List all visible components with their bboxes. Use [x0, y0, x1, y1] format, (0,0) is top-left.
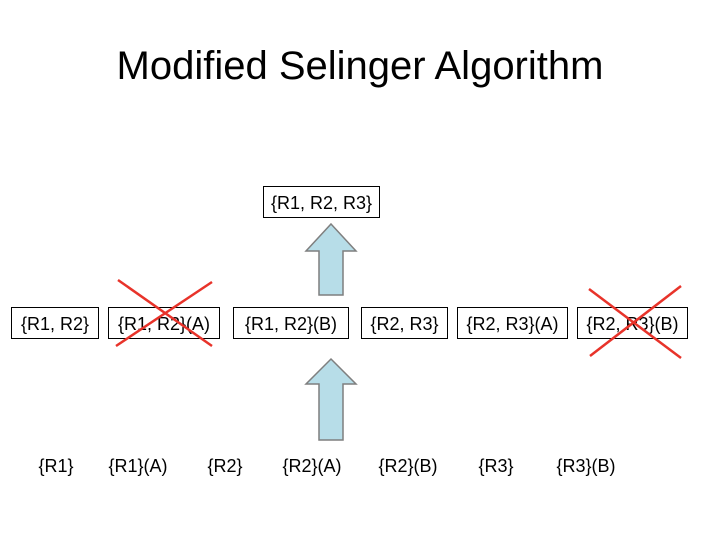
node-r2-r3: {R2, R3}	[361, 307, 448, 339]
node-r1-r2-b: {R1, R2}(B)	[233, 307, 349, 339]
page-title: Modified Selinger Algorithm	[116, 44, 604, 88]
arrow-up-lower	[304, 357, 358, 441]
node-r3: {R3}	[478, 456, 514, 476]
node-r2-b: {R2}(B)	[378, 456, 438, 476]
node-r1-a: {R1}(A)	[108, 456, 168, 476]
node-r2: {R2}	[207, 456, 243, 476]
node-r2-r3-a: {R2, R3}(A)	[457, 307, 568, 339]
node-r1-r2: {R1, R2}	[11, 307, 99, 339]
node-r2-a: {R2}(A)	[282, 456, 342, 476]
node-r1: {R1}	[38, 456, 74, 476]
node-r1-r2-r3: {R1, R2, R3}	[263, 186, 380, 218]
arrow-up-upper	[304, 222, 358, 296]
node-r1-r2-a: {R1, R2}(A)	[108, 307, 220, 339]
node-r2-r3-b: {R2, R3}(B)	[577, 307, 688, 339]
node-r3-b: {R3}(B)	[556, 456, 616, 476]
